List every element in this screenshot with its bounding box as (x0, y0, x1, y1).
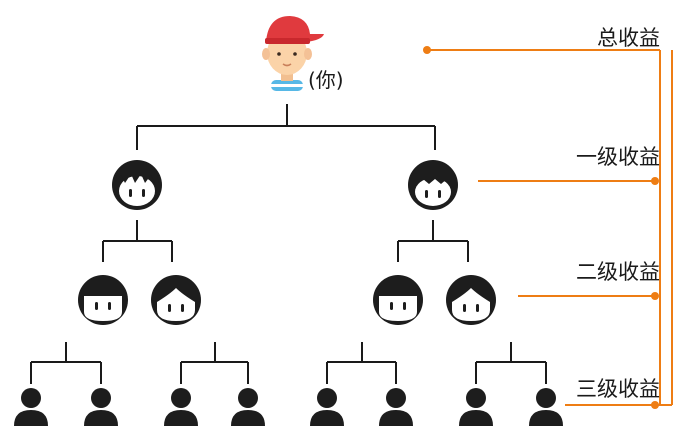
level2-face-1 (78, 275, 128, 325)
person-icon (164, 388, 198, 426)
person-icon (231, 388, 265, 426)
level1-face-right (408, 160, 458, 210)
level-label-total: 总收益 (597, 26, 660, 50)
earnings-bracket (427, 49, 673, 406)
level2-face-3 (373, 275, 423, 325)
level2-face-4 (446, 275, 496, 325)
person-icon (379, 388, 413, 426)
root-user-avatar (262, 16, 324, 91)
bracket-dots (423, 46, 659, 409)
level-label-3: 三级收益 (576, 377, 660, 401)
level2-face-2 (151, 275, 201, 325)
level1-face-left (112, 160, 162, 210)
level-label-1: 一级收益 (576, 145, 660, 169)
person-icon (14, 388, 48, 426)
level-label-2: 二级收益 (576, 260, 660, 284)
person-icon (84, 388, 118, 426)
root-user-label: (你) (308, 68, 344, 92)
tree-connectors (30, 104, 547, 384)
person-icon (459, 388, 493, 426)
person-icon (529, 388, 563, 426)
person-icon (310, 388, 344, 426)
level3-person-icons (14, 388, 563, 426)
